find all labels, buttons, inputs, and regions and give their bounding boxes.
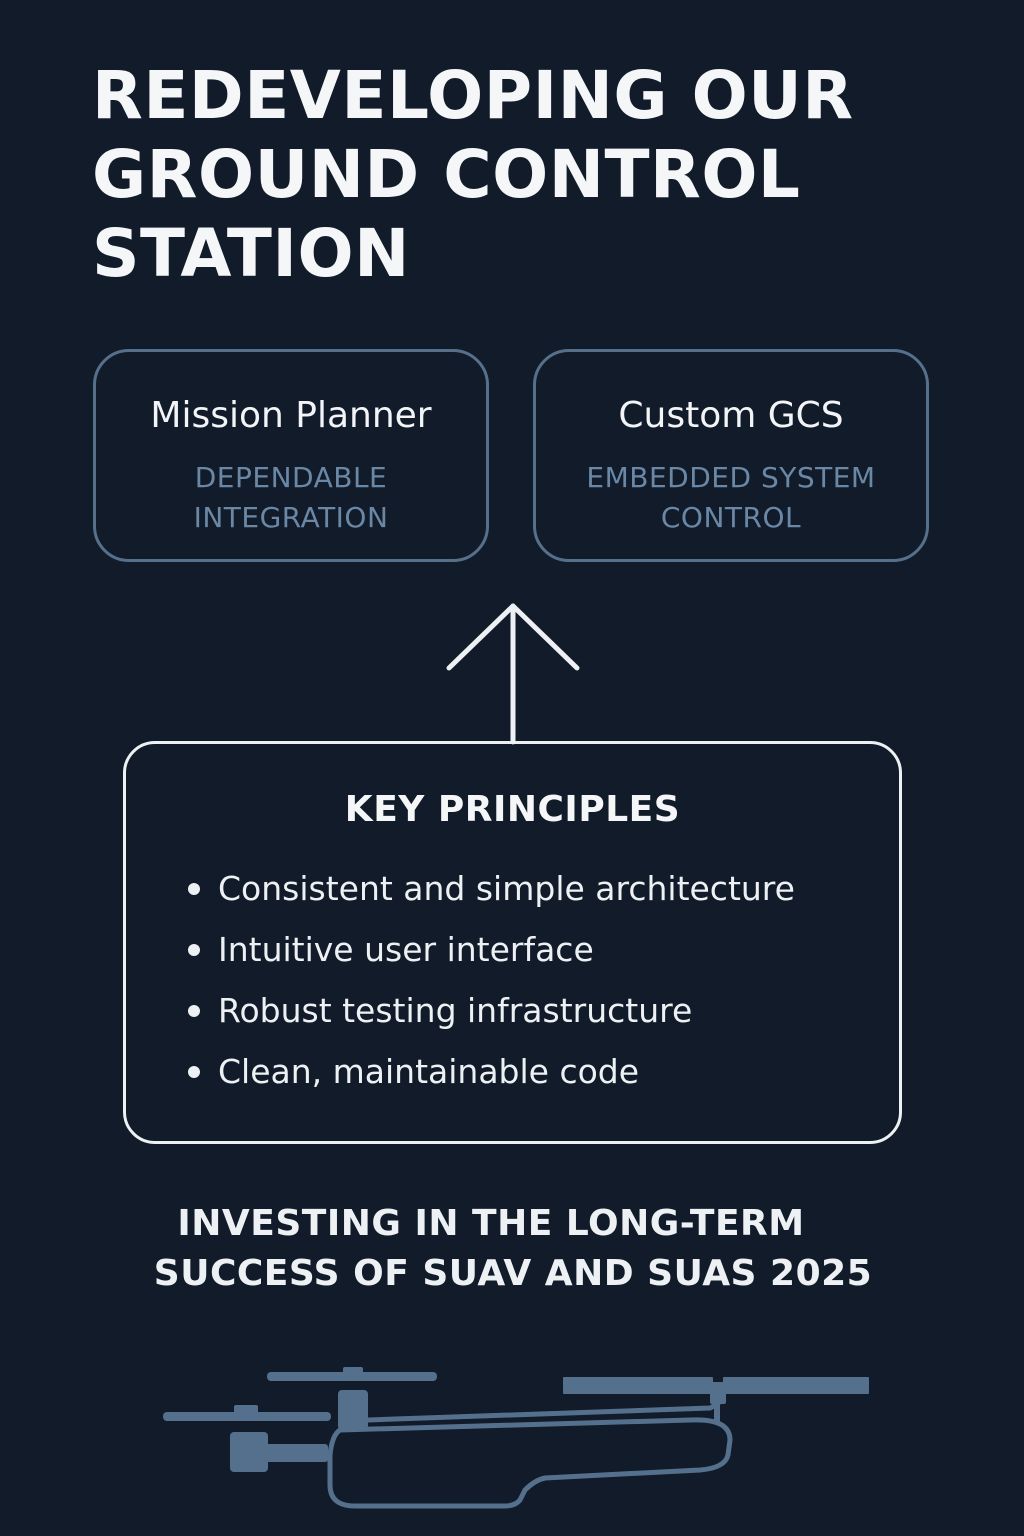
uav-aircraft-icon xyxy=(163,1367,869,1509)
list-item: Intuitive user interface xyxy=(188,926,795,987)
option-description: DEPENDABLE INTEGRATION xyxy=(96,458,486,538)
option-name: Mission Planner xyxy=(150,395,432,436)
tagline-line-1: INVESTING IN THE LONG-TERM xyxy=(177,1203,805,1244)
option-description-line: EMBEDDED SYSTEM xyxy=(586,461,876,494)
principle-text: Clean, maintainable code xyxy=(218,1052,640,1091)
principles-heading: KEY PRINCIPLES xyxy=(344,789,681,830)
page-title: REDEVELOPING OUR GROUND CONTROL STATION xyxy=(92,56,952,293)
bullet-icon xyxy=(188,883,200,895)
principle-text: Robust testing infrastructure xyxy=(218,991,693,1030)
tagline-line-2: SUCCESS OF SUAV AND SUAS 2025 xyxy=(153,1253,873,1294)
arrow-up-icon xyxy=(446,603,580,745)
principle-text: Intuitive user interface xyxy=(218,930,594,969)
option-name: Custom GCS xyxy=(618,395,844,436)
principle-text: Consistent and simple architecture xyxy=(218,869,795,908)
option-description-line: CONTROL xyxy=(660,501,802,534)
title-line-1: REDEVELOPING OUR xyxy=(92,57,854,134)
principles-list: Consistent and simple architecture Intui… xyxy=(188,865,795,1109)
list-item: Clean, maintainable code xyxy=(188,1048,795,1109)
title-line-2: GROUND CONTROL xyxy=(92,136,801,213)
option-description: EMBEDDED SYSTEM CONTROL xyxy=(536,458,926,538)
option-description-line: INTEGRATION xyxy=(193,501,389,534)
list-item: Robust testing infrastructure xyxy=(188,987,795,1048)
bullet-icon xyxy=(188,1005,200,1017)
bullet-icon xyxy=(188,944,200,956)
list-item: Consistent and simple architecture xyxy=(188,865,795,926)
title-line-3: STATION xyxy=(92,215,410,292)
option-card-custom-gcs: Custom GCS EMBEDDED SYSTEM CONTROL xyxy=(533,349,929,562)
tagline: INVESTING IN THE LONG-TERM SUCCESS OF SU… xyxy=(0,1199,1024,1299)
bullet-icon xyxy=(188,1066,200,1078)
option-description-line: DEPENDABLE xyxy=(194,461,388,494)
option-card-mission-planner: Mission Planner DEPENDABLE INTEGRATION xyxy=(93,349,489,562)
key-principles-box: KEY PRINCIPLES Consistent and simple arc… xyxy=(123,741,902,1144)
